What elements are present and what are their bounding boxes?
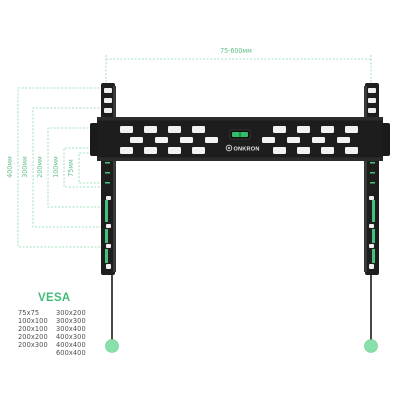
right-arm: [364, 83, 379, 275]
vesa-size: 400x400: [56, 341, 86, 349]
bubble-level-icon: [229, 129, 251, 140]
vesa-size: 300x200: [56, 309, 86, 317]
vdim-label-100: 100мм: [52, 156, 60, 178]
left-arm: [101, 83, 116, 275]
vesa-size: 100x100: [18, 317, 48, 325]
vesa-size: 300x300: [56, 317, 86, 325]
vdim-label-200: 200мм: [36, 156, 44, 178]
vesa-size: 200x200: [18, 333, 48, 341]
vesa-size: 75x75: [18, 309, 40, 317]
vesa-size: 400x300: [56, 333, 86, 341]
vdim-100: [63, 147, 110, 188]
brand-logo: ONKRON: [225, 144, 260, 152]
vesa-title: VESA: [38, 292, 71, 304]
right-pull-tab: [364, 339, 378, 353]
vdim-400: [17, 87, 110, 248]
vdim-200: [47, 127, 110, 208]
vesa-column-1: 75x75 100x100 200x100 200x200 200x300: [18, 309, 48, 349]
brand-name: ONKRON: [234, 146, 260, 152]
vesa-size: 600x400: [56, 349, 86, 357]
vdim-label-75: 75мм: [67, 159, 75, 177]
vesa-size: 200x300: [18, 341, 48, 349]
vdim-label-300: 300мм: [21, 156, 29, 178]
vdim-label-400: 400мм: [6, 156, 14, 178]
vesa-column-2: 300x200 300x300 300x400 400x300 400x400 …: [56, 309, 86, 357]
wall-plate: ONKRON: [90, 117, 390, 161]
vdim-300: [32, 107, 110, 228]
vesa-size: 300x400: [56, 325, 86, 333]
vesa-size: 200x100: [18, 325, 48, 333]
safety-cords: [105, 270, 378, 353]
left-pull-tab: [105, 339, 119, 353]
horizontal-dimension-label: 75-600мм: [220, 47, 252, 55]
